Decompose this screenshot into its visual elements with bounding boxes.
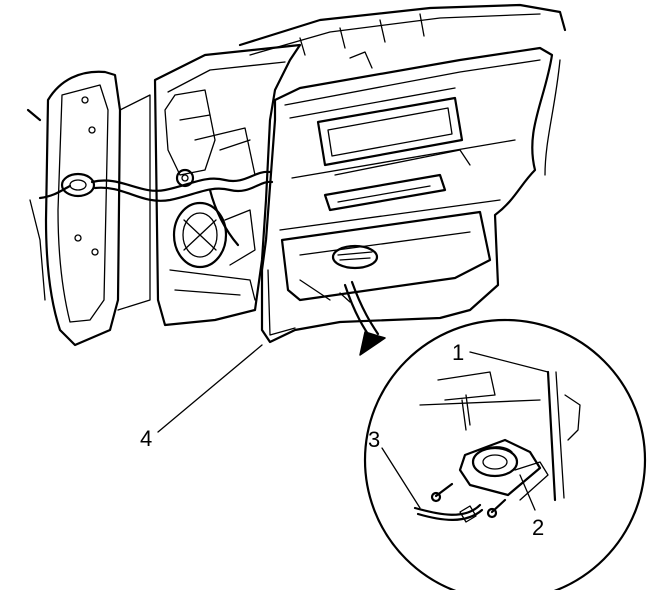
door-window-frame <box>238 3 567 69</box>
leader-lines <box>157 344 549 511</box>
detail-arrow <box>343 280 386 356</box>
callout-4: 4 <box>140 426 152 451</box>
inner-door-panel <box>153 43 302 327</box>
callout-3: 3 <box>368 427 380 452</box>
door-frame <box>26 70 151 347</box>
callout-1: 1 <box>452 340 464 365</box>
detail-magnified-view <box>363 318 647 590</box>
door-trim-panel <box>260 46 561 344</box>
callout-2: 2 <box>532 515 544 540</box>
